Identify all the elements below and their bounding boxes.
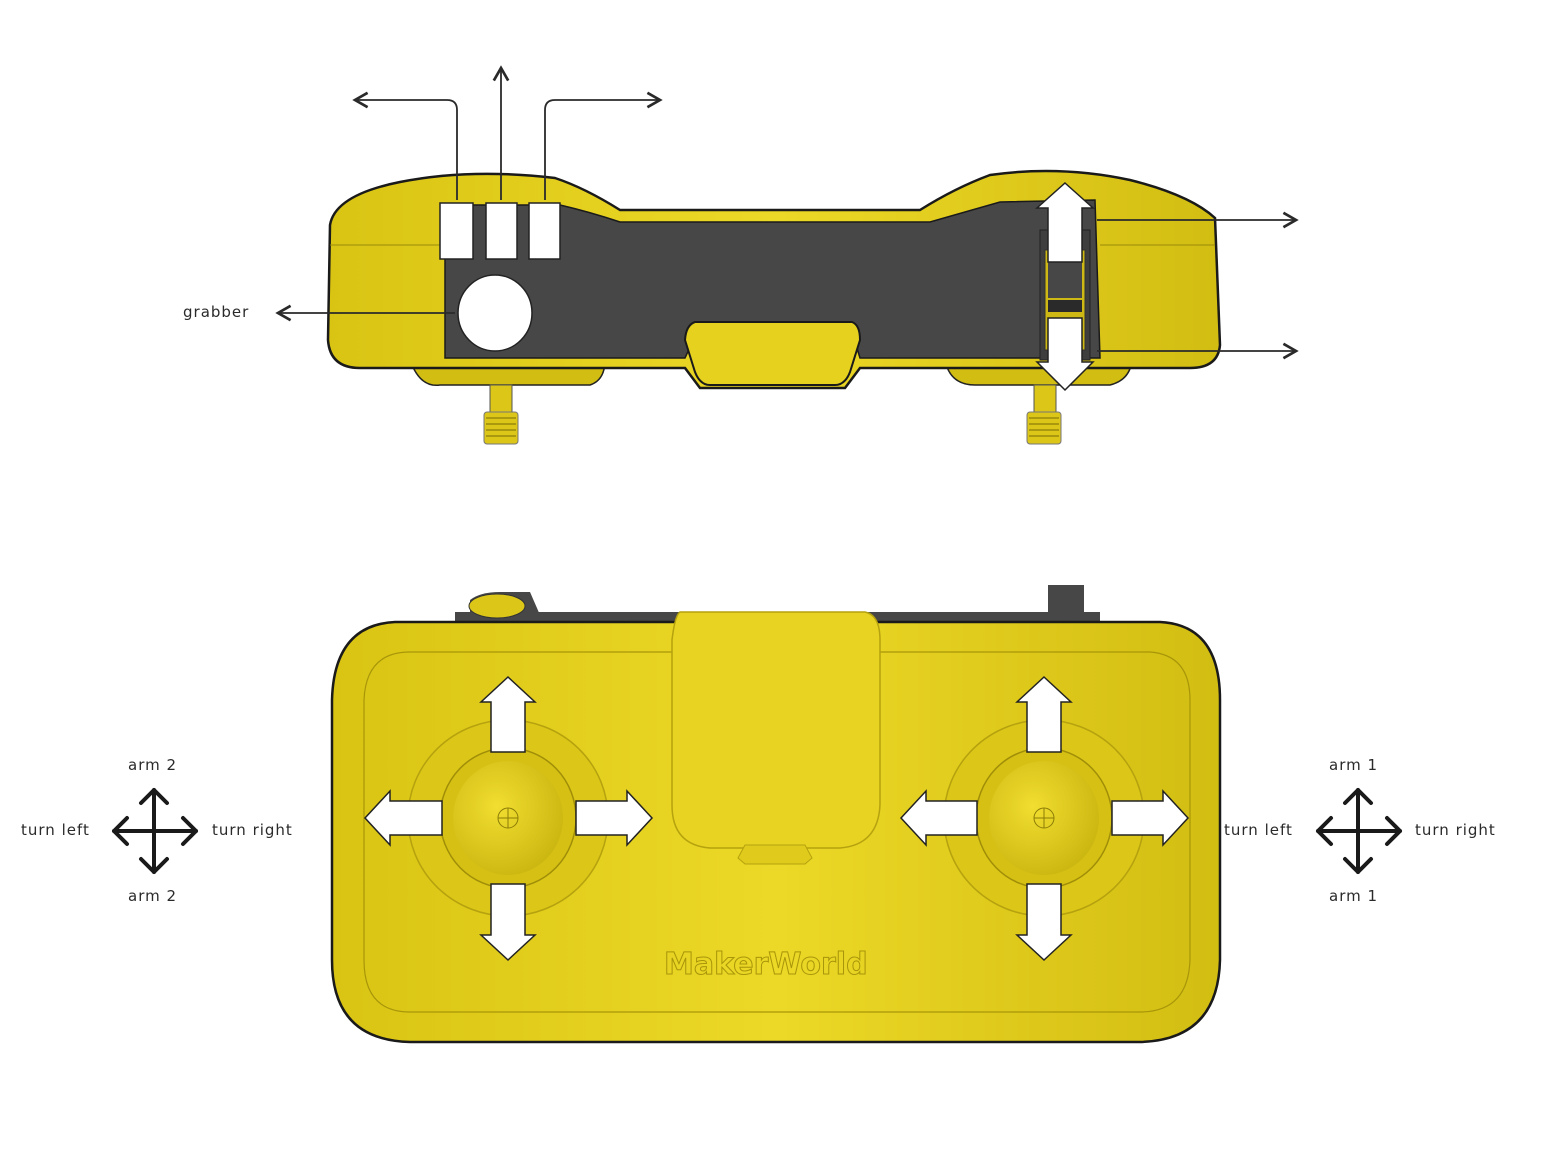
grabber-label: grabber xyxy=(183,303,250,321)
slider-updown-arrow-icon xyxy=(1035,181,1095,392)
left-stick-up-label: arm 2 xyxy=(128,756,178,774)
left-stick-down-label: arm 2 xyxy=(128,887,178,905)
callout-lines xyxy=(275,65,1299,360)
left-legend-cross-arrow-icon xyxy=(112,788,198,874)
left-stick-left-label: turn left xyxy=(21,821,90,839)
left-stick-right-label: turn right xyxy=(212,821,293,839)
right-stick-up-arrow-icon xyxy=(1015,675,1073,753)
left-stick-up-arrow-icon xyxy=(479,675,537,753)
top-button-1 xyxy=(439,202,474,260)
right-stick-up-label: arm 1 xyxy=(1329,756,1379,774)
right-stick-down-arrow-icon xyxy=(1015,883,1073,962)
right-stick-right-label: turn right xyxy=(1415,821,1496,839)
left-stick-down-arrow-icon xyxy=(479,883,537,962)
right-stick-left-arrow-icon xyxy=(899,789,978,847)
right-legend-cross-arrow-icon xyxy=(1316,788,1402,874)
front-view-controller xyxy=(330,585,1222,1044)
top-button-2 xyxy=(485,202,518,260)
left-stick-arrows xyxy=(363,675,654,962)
left-stick-right-arrow-icon xyxy=(575,789,654,847)
left-stick-left-arrow-icon xyxy=(363,789,443,847)
right-stick-down-label: arm 1 xyxy=(1329,887,1379,905)
top-button-3 xyxy=(528,202,561,260)
brand-watermark: MakerWorld xyxy=(664,947,869,982)
right-stick-left-label: turn left xyxy=(1224,821,1293,839)
right-stick-arrows xyxy=(899,675,1190,962)
grabber-button xyxy=(457,274,533,352)
right-stick-right-arrow-icon xyxy=(1111,789,1190,847)
